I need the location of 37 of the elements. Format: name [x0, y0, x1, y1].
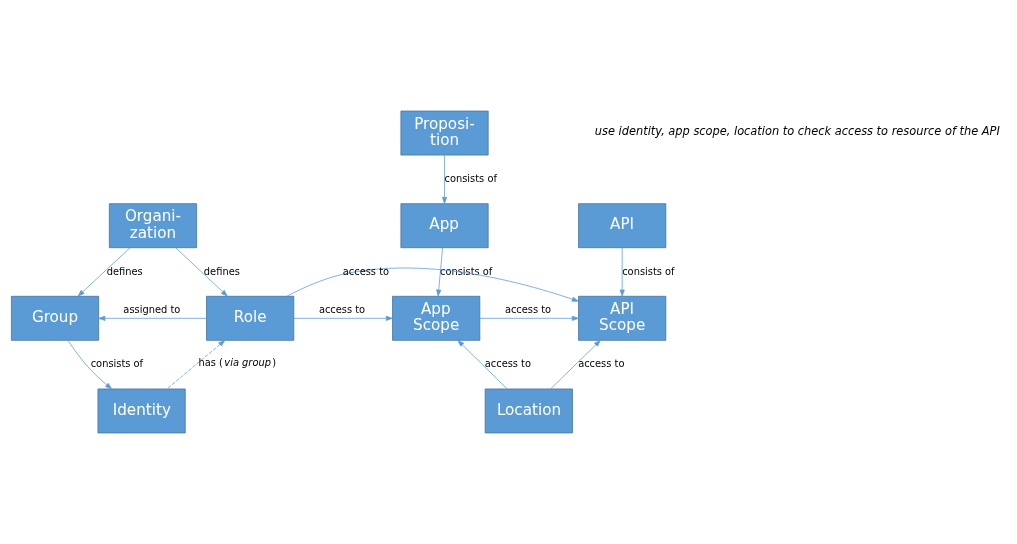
edge-label: access to [318, 304, 366, 316]
edge-label: access to [484, 358, 532, 370]
arrow [175, 247, 228, 297]
edge-label: access to [578, 358, 625, 370]
arrow [77, 247, 131, 297]
node-box: Organi- zation [108, 203, 197, 249]
edge-label: consists of [444, 172, 497, 184]
arrow [550, 340, 601, 390]
node-box: API Scope [578, 295, 667, 341]
node-box: Group [11, 295, 100, 341]
node-box: API [578, 203, 667, 249]
arrow [286, 267, 579, 302]
node-box: App Scope [392, 295, 481, 341]
edge-label: assigned to [123, 304, 181, 316]
arrow [67, 340, 112, 390]
edge-label: access to [342, 265, 390, 277]
edge-label: consists of [622, 265, 675, 277]
arrow [442, 154, 448, 204]
arrow [98, 315, 207, 321]
node-box: App [400, 203, 489, 249]
arrow [479, 315, 579, 321]
node-box: Identity [97, 388, 186, 434]
arrow [436, 247, 443, 297]
arrow [166, 340, 226, 390]
edge-label: access to [504, 304, 552, 316]
edge-label: defines [106, 265, 143, 277]
label: use identity, app scope, location to check access to resource of the API [594, 123, 1000, 138]
node-box: Role [206, 295, 295, 341]
edge-label: consists of [90, 358, 144, 370]
node-box: Location [484, 388, 573, 434]
arrow [457, 340, 508, 390]
node-box: Proposi- tion [400, 110, 489, 156]
edge-label: consists of [439, 265, 493, 277]
edge-label: defines [203, 265, 240, 277]
arrow [619, 247, 625, 297]
arrow [293, 315, 393, 321]
edge-label: has (via group) [198, 357, 277, 369]
